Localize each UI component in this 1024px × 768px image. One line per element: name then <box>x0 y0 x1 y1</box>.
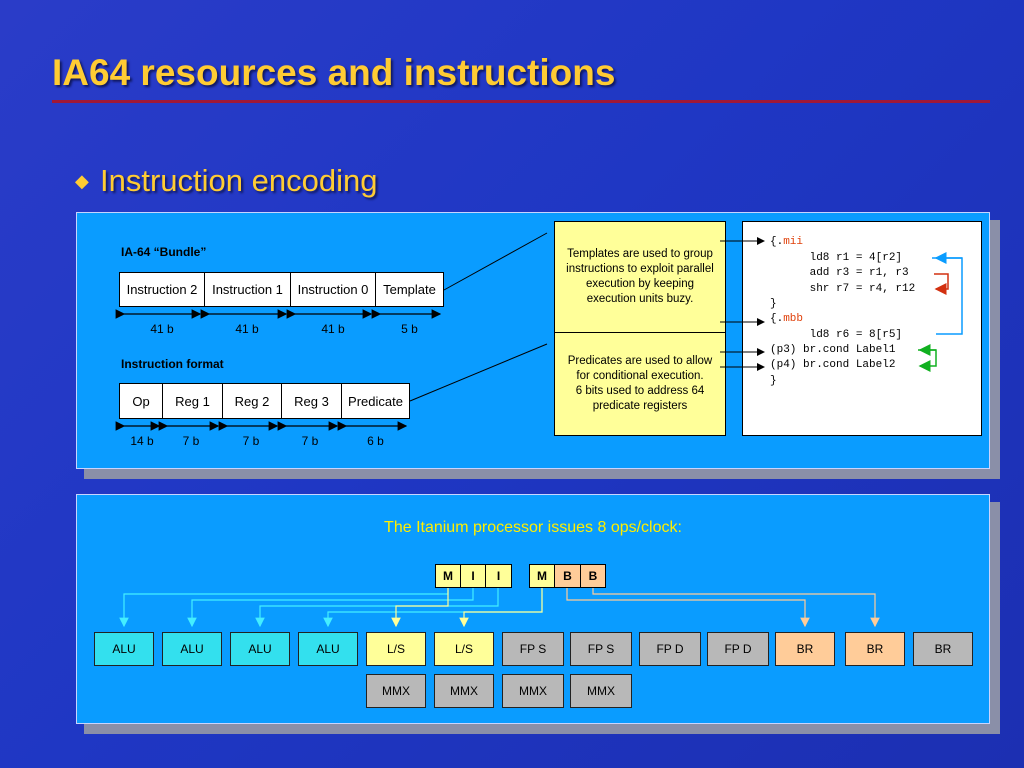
issue-slot-b: B <box>554 564 581 588</box>
unit-alu: ALU <box>162 632 222 666</box>
code-line-4: shr r7 = r4, r12 <box>770 283 916 295</box>
predicates-note-text: Predicates are used to allow for conditi… <box>567 354 713 382</box>
bundle-bits-label: 5 b <box>401 322 418 336</box>
title-rule <box>52 100 990 103</box>
predicates-note: Predicates are used to allow for conditi… <box>554 332 726 436</box>
bundle-field-instruction-2: Instruction 2 <box>119 272 205 307</box>
predicate-callout-line <box>409 343 548 402</box>
format-bits-label: 7 b <box>242 434 260 448</box>
unit-mmx: MMX <box>570 674 632 708</box>
format-field-predicate: Predicate <box>341 383 410 419</box>
format-field-reg2: Reg 2 <box>222 383 282 419</box>
code-line-2: ld8 r1 = 4[r2] <box>770 252 903 264</box>
template-callout-line <box>443 232 548 291</box>
code-line-5: } <box>770 298 777 310</box>
unit-branch: BR <box>775 632 835 666</box>
issue-slot-b: B <box>580 564 606 588</box>
unit-fp-double: FP D <box>707 632 769 666</box>
format-bits-label: 7 b <box>182 434 200 448</box>
templates-note: Templates are used to group instructions… <box>554 221 726 333</box>
code-brace: {. <box>770 236 784 248</box>
bundle-bits-label: 41 b <box>150 322 174 336</box>
unit-load-store: L/S <box>366 632 426 666</box>
unit-fp-single: FP S <box>570 632 632 666</box>
format-label: Instruction format <box>121 357 224 371</box>
format-bits-label: 7 b <box>301 434 319 448</box>
code-brace: {. <box>770 313 784 325</box>
template-keyword-mbb: mbb <box>783 313 804 325</box>
slide-title: IA64 resources and instructions <box>52 52 616 93</box>
code-line-8: (p3) br.cond Label1 <box>770 344 896 356</box>
code-line-6: {.mbb <box>770 313 803 325</box>
code-line-9: (p4) br.cond Label2 <box>770 359 896 371</box>
dependency-arrow-branch <box>918 349 937 372</box>
unit-branch: BR <box>845 632 905 666</box>
bundle-label: IA-64 “Bundle” <box>121 245 207 259</box>
format-field-reg1: Reg 1 <box>162 383 223 419</box>
dispatch-lines-branch <box>566 588 880 628</box>
unit-mmx: MMX <box>502 674 564 708</box>
bundle-field-instruction-1: Instruction 1 <box>204 272 291 307</box>
bullet-text: Instruction encoding <box>100 163 378 198</box>
issue-slot-m: M <box>529 564 555 588</box>
predicates-note-bits: 6 bits used to address 64 predicate regi… <box>575 385 705 413</box>
bullet-diamond-icon: ◆ <box>75 171 89 191</box>
unit-alu: ALU <box>94 632 154 666</box>
dependency-arrow-r3 <box>934 273 949 295</box>
itanium-caption: The Itanium processor issues 8 ops/clock… <box>384 519 682 536</box>
unit-fp-double: FP D <box>639 632 701 666</box>
templates-note-text: Templates are used to group instructions… <box>566 247 714 306</box>
format-bits-label: 6 b <box>367 434 384 448</box>
code-line-7: ld8 r6 = 8[r5] <box>770 329 903 341</box>
code-line-3: add r3 = r1, r3 <box>770 267 909 279</box>
format-field-reg3: Reg 3 <box>281 383 342 419</box>
unit-fp-single: FP S <box>502 632 564 666</box>
unit-load-store: L/S <box>434 632 494 666</box>
bundle-field-instruction-0: Instruction 0 <box>290 272 376 307</box>
issue-slot-i: I <box>485 564 512 588</box>
note-to-code-arrows <box>720 237 765 371</box>
unit-mmx: MMX <box>434 674 494 708</box>
bundle-bits-label: 41 b <box>235 322 259 336</box>
code-line-1: {.mii <box>770 236 803 248</box>
template-keyword-mii: mii <box>783 236 804 248</box>
dependency-arrow-r1 <box>932 257 963 335</box>
bundle-field-template: Template <box>375 272 444 307</box>
format-bits-label: 14 b <box>130 434 154 448</box>
bundle-bits-label: 41 b <box>321 322 345 336</box>
unit-mmx: MMX <box>366 674 426 708</box>
unit-alu: ALU <box>298 632 358 666</box>
dispatch-lines-alu <box>119 588 543 628</box>
unit-branch: BR <box>913 632 973 666</box>
dispatch-lines-load-store <box>391 588 543 628</box>
code-line-10: } <box>770 375 777 387</box>
unit-alu: ALU <box>230 632 290 666</box>
